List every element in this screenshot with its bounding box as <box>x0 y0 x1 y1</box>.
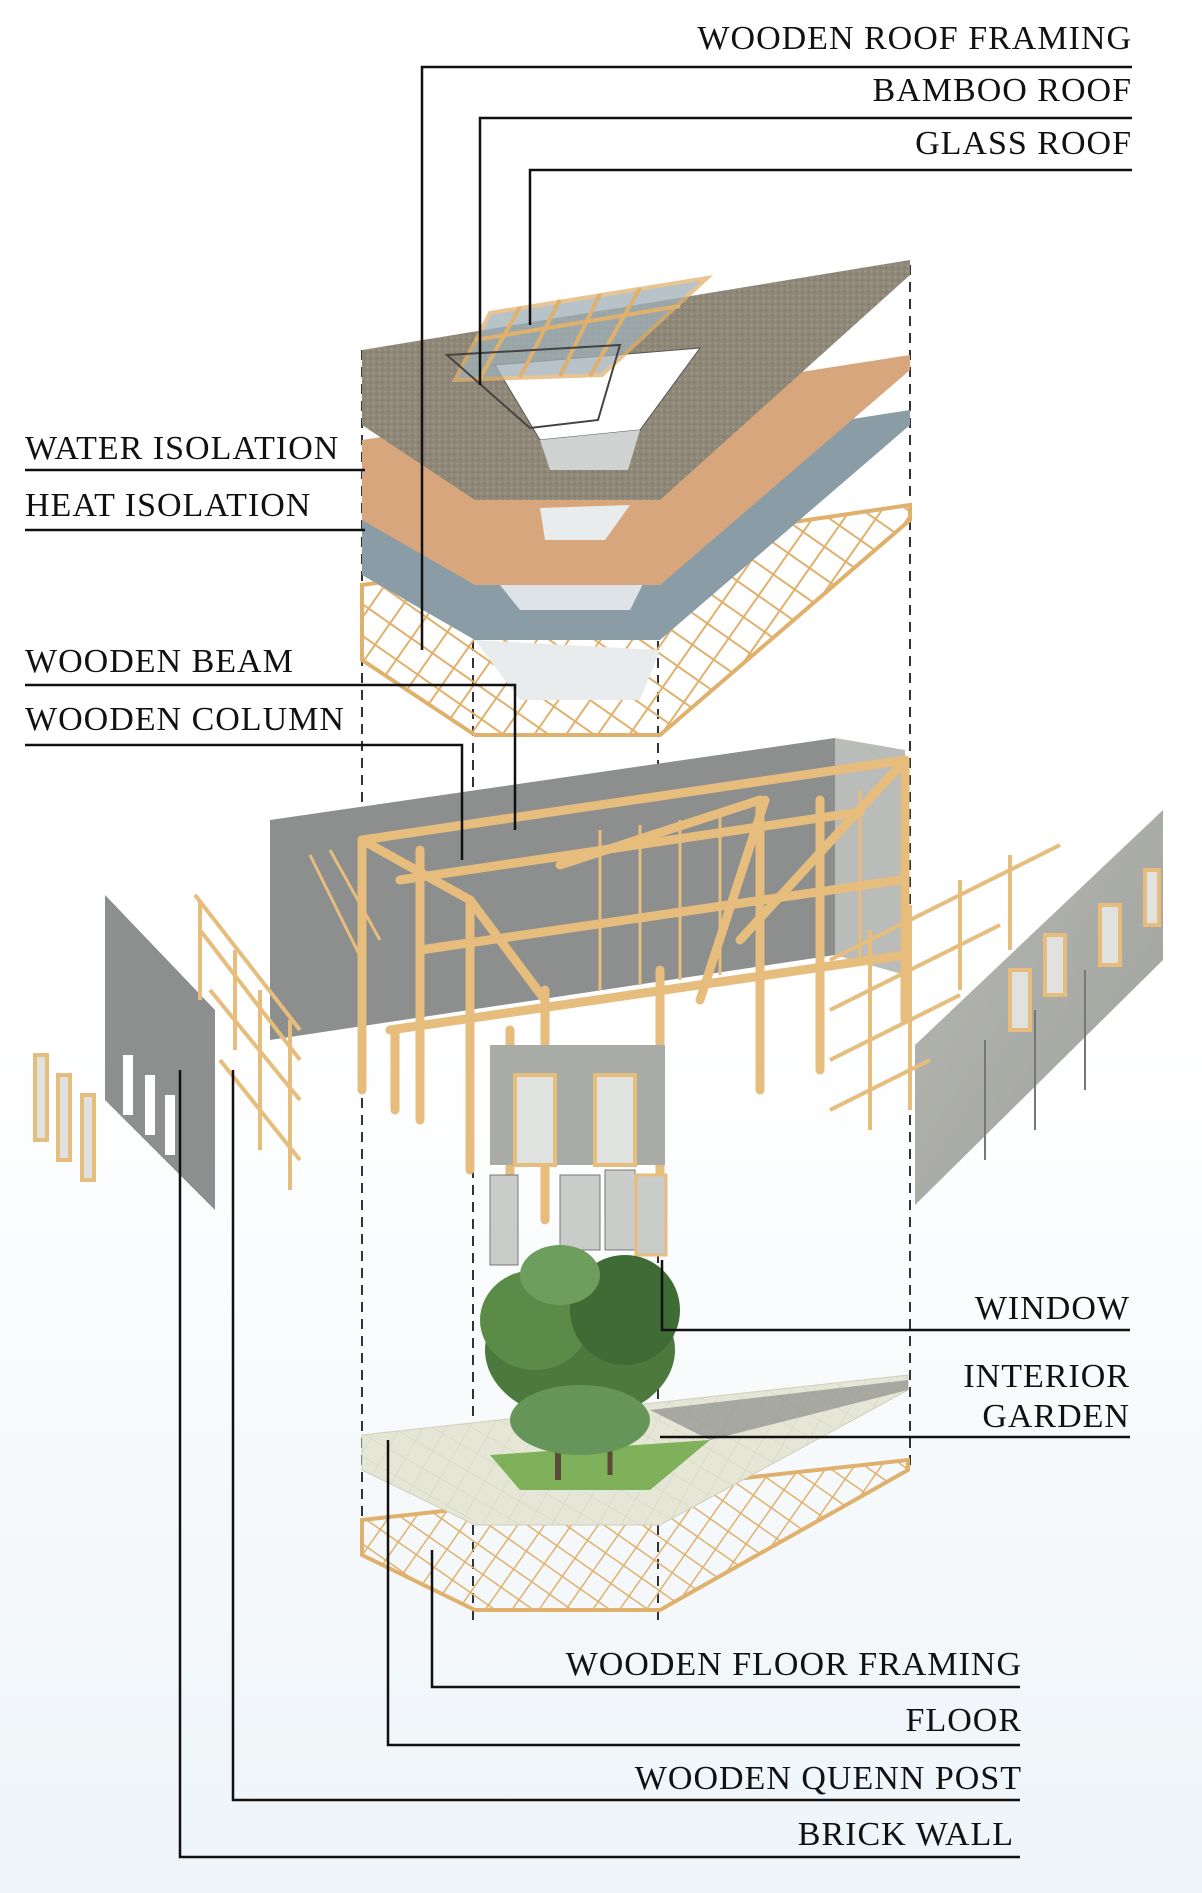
wooden-frame-thin-studs <box>308 790 862 990</box>
center-wall-with-windows <box>489 1045 668 1266</box>
floor-layer <box>361 1374 909 1526</box>
label-wooden-floor-framing: WOODEN FLOOR FRAMING <box>565 1646 1022 1683</box>
label-glass-roof: GLASS ROOF <box>915 125 1132 162</box>
label-interior-garden-line2: GARDEN <box>982 1398 1130 1435</box>
label-water-isolation: WATER ISOLATION <box>25 430 340 467</box>
wooden-floor-framing-layer <box>360 1457 910 1612</box>
leader-lines <box>25 65 1132 1859</box>
left-wooden-posts <box>33 893 302 1190</box>
label-wooden-column: WOODEN COLUMN <box>25 701 345 738</box>
label-floor: FLOOR <box>905 1702 1022 1739</box>
label-bamboo-roof: BAMBOO ROOF <box>872 72 1132 109</box>
label-brick-wall: BRICK WALL <box>797 1816 1014 1853</box>
label-wooden-roof-framing: WOODEN ROOF FRAMING <box>697 20 1132 57</box>
label-heat-isolation: HEAT ISOLATION <box>25 487 312 524</box>
right-wall-panel <box>829 810 1163 1205</box>
label-window: WINDOW <box>974 1290 1130 1327</box>
glass-roof-layer <box>444 274 714 430</box>
interior-garden-tree <box>480 1245 680 1480</box>
back-wall-panels <box>270 738 905 1040</box>
label-wooden-beam: WOODEN BEAM <box>25 643 294 680</box>
label-interior-garden-line1: INTERIOR <box>963 1358 1130 1395</box>
left-brick-wall <box>105 895 215 1210</box>
label-wooden-quenn-post: WOODEN QUENN POST <box>634 1760 1022 1797</box>
